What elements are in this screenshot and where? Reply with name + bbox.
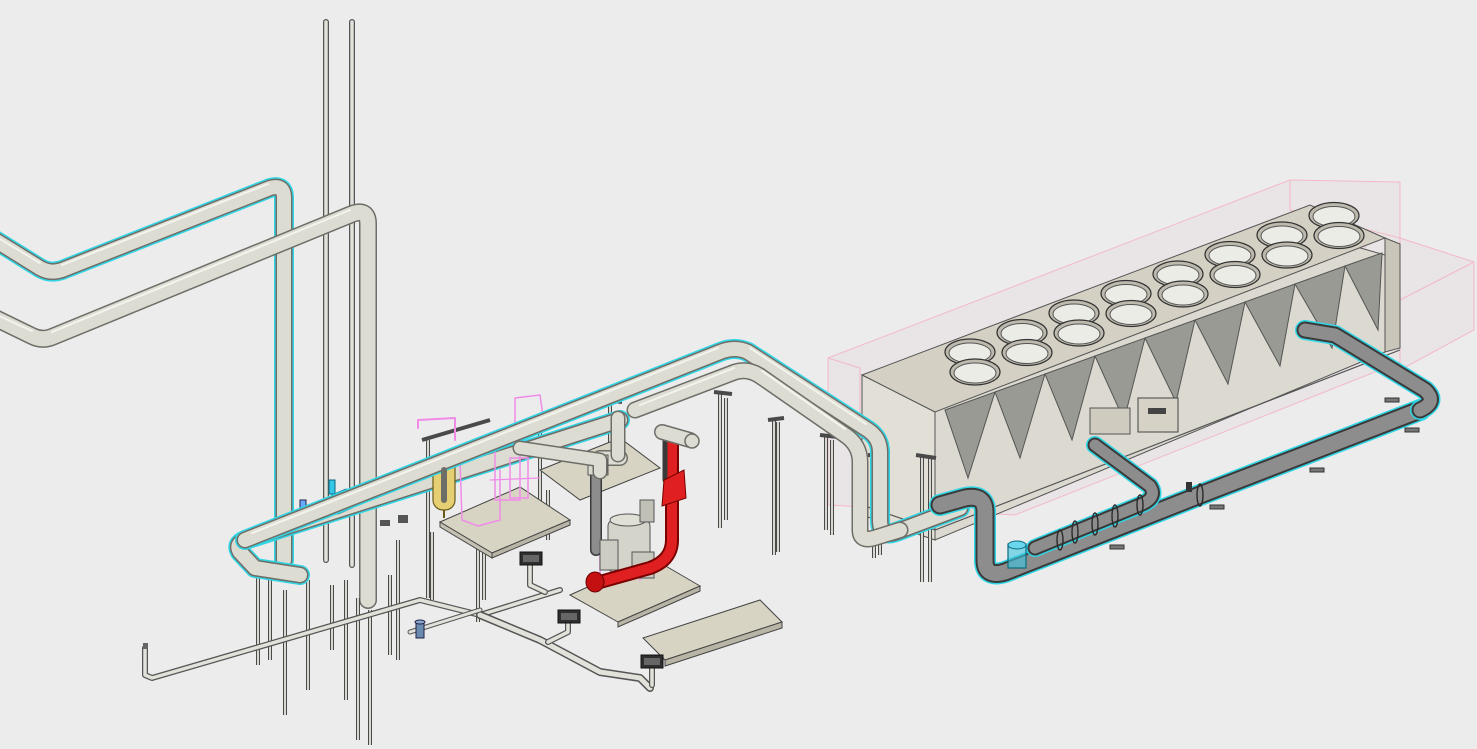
support-beam: [713, 390, 733, 396]
chiller-fan-guard: [953, 362, 997, 384]
chiller-fan-guard: [1265, 245, 1309, 267]
red-valve-riser[interactable]: [585, 424, 700, 593]
pad-left: [438, 486, 572, 554]
air-cooled-chiller[interactable]: [860, 201, 1401, 541]
chiller-fans: [944, 201, 1365, 386]
chiller-nameplate: [1148, 408, 1166, 414]
chiller-fan-guard: [1005, 343, 1049, 364]
red-butterfly-valve: [661, 469, 687, 507]
floor-drains[interactable]: [519, 551, 664, 669]
chiller-fan-guard: [1317, 226, 1361, 247]
overhead-supply-pipes[interactable]: [0, 177, 377, 609]
chiller-fan-guard: [1057, 323, 1101, 345]
floor-drain[interactable]: [557, 609, 581, 624]
pipe-support-pad: [1209, 504, 1225, 510]
chiller-fan-guard: [1213, 265, 1257, 286]
pipe-support-pad: [1109, 544, 1125, 550]
pipe-support-pad: [1404, 427, 1420, 433]
floor-drain[interactable]: [640, 654, 664, 669]
chiller-coil-panels: [944, 252, 1383, 480]
vertical-vent-pipes[interactable]: [323, 19, 355, 568]
chiller-fan-guard: [1161, 284, 1205, 306]
chiller-control-box[interactable]: [1137, 397, 1179, 433]
chiller-connection-pipes[interactable]: [929, 320, 1441, 585]
support-beam: [767, 416, 785, 422]
pipe-support-pad: [1309, 467, 1325, 473]
pipe-support-pad: [1384, 397, 1400, 403]
drain-piping[interactable]: [142, 562, 655, 692]
main-loop-pipe[interactable]: [235, 339, 970, 550]
chiller-fan-guard: [1109, 304, 1153, 325]
floor-drain[interactable]: [519, 551, 543, 566]
support-beam: [915, 453, 937, 460]
equipment-pads: [438, 437, 783, 667]
